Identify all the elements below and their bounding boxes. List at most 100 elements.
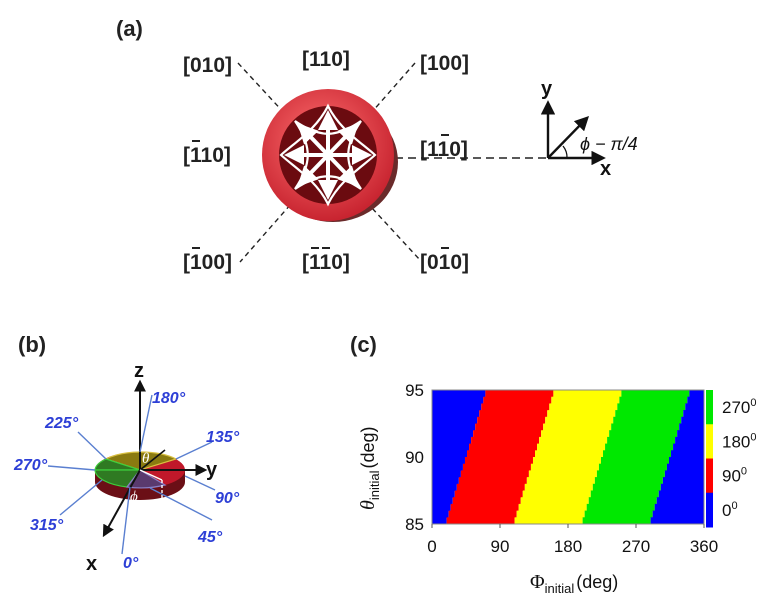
reference-frame-a: y x ϕ − π/4	[540, 78, 638, 180]
heatmap-cell	[432, 436, 472, 445]
heatmap	[432, 390, 704, 525]
heatmap-cell	[611, 423, 680, 431]
heatmap-cell	[673, 443, 704, 451]
heatmap-cell	[528, 470, 597, 478]
angle-label-0: 0°	[123, 555, 139, 572]
heatmap-cell	[553, 390, 622, 398]
heatmap-cell	[656, 497, 704, 505]
dir-label-bar1-10: [110]	[183, 140, 231, 167]
heatmap-cell	[481, 403, 550, 411]
magnetization-arrows	[284, 110, 372, 200]
phi-minus-pi-quarter-label: ϕ − π/4	[580, 134, 638, 154]
heatmap-cell	[586, 503, 655, 512]
heatmap-cell	[432, 403, 482, 411]
axis-x-label: x	[600, 158, 611, 180]
heatmap-cell	[677, 430, 704, 438]
colorbar-segment	[706, 458, 713, 494]
heatmap-cell	[650, 517, 704, 525]
heatmap-cell	[541, 430, 610, 438]
heatmap-cell	[658, 490, 704, 498]
dir-label-010: [010]	[183, 54, 232, 77]
heatmap-cell	[485, 390, 554, 398]
panel-b-label: (b)	[18, 332, 46, 357]
heatmap-cell	[592, 483, 661, 491]
sector-green-2	[94, 469, 142, 488]
heatmap-cell	[432, 490, 455, 498]
dashed-axis-010	[239, 62, 416, 263]
angle-label-90: 90°	[215, 490, 240, 507]
angle-label-45: 45°	[197, 529, 223, 546]
heatmap-cell	[594, 477, 663, 485]
heatmap-cell	[467, 450, 536, 458]
heatmap-cell	[539, 436, 608, 445]
heatmap-cell	[654, 503, 704, 512]
heatmap-cell	[516, 510, 585, 518]
phi-arrow	[547, 115, 590, 159]
heatmap-cell	[671, 450, 704, 458]
heatmap-cell	[590, 490, 659, 498]
heatmap-cell	[522, 490, 591, 498]
heatmap-cell	[432, 503, 451, 512]
heatmap-cell	[545, 416, 614, 424]
heatmap-cell	[532, 457, 601, 465]
heatmap-cell	[471, 436, 540, 445]
x-axis-label: Φinitial(deg)	[530, 571, 618, 596]
heatmap-cell	[621, 390, 690, 398]
svg-text:[110]: [110]	[420, 138, 468, 161]
heatmap-cell	[432, 430, 474, 438]
heatmap-cell	[605, 443, 674, 451]
heatmap-cell	[535, 450, 604, 458]
heatmap-cell	[681, 416, 704, 424]
heatmap-cell	[432, 423, 476, 431]
heatmap-cell	[450, 503, 519, 512]
angle-label-225: 225°	[44, 415, 79, 432]
colorbar-label: 2700	[722, 397, 757, 417]
dir-label-0bar10: [010]	[420, 247, 469, 274]
heatmap-cell	[526, 477, 595, 485]
heatmap-cell	[687, 396, 704, 404]
colorbar-segment	[706, 390, 713, 425]
angle-label-135: 135°	[206, 429, 240, 446]
x-tick-label: 270	[622, 537, 650, 556]
dir-label-100: [100]	[420, 52, 469, 75]
svg-text:[110]: [110]	[302, 251, 350, 274]
heatmap-cell	[477, 416, 546, 424]
svg-text:[110]: [110]	[183, 144, 231, 167]
heatmap-cell	[448, 510, 517, 518]
heatmap-cell	[675, 436, 704, 445]
heatmap-cell	[473, 430, 542, 438]
heatmap-cell	[518, 503, 587, 512]
angle-label-270: 270°	[13, 457, 48, 474]
colorbar-segment	[706, 424, 713, 459]
heatmap-cell	[520, 497, 589, 505]
heatmap-cell	[662, 477, 704, 485]
heatmap-cell	[458, 477, 527, 485]
heatmap-cell	[464, 457, 533, 465]
dir-label-110: [110]	[302, 48, 350, 71]
heatmap-cell	[432, 477, 459, 485]
heatmap-cell	[664, 470, 704, 478]
heatmap-cell	[432, 457, 465, 465]
heatmap-cell	[617, 403, 686, 411]
heatmap-cell	[685, 403, 704, 411]
colorbar-label: 1800	[722, 431, 757, 451]
heatmap-cell	[446, 517, 515, 525]
heatmap-cell	[530, 463, 599, 471]
y-label-b: y	[206, 459, 218, 481]
heatmap-cell	[432, 410, 480, 418]
axis-y-label: y	[541, 78, 553, 100]
heatmap-cell	[679, 423, 704, 431]
heatmap-cell	[660, 483, 704, 491]
heatmap-cell	[547, 410, 616, 418]
y-tick-label: 90	[405, 448, 424, 467]
y-tick-label: 85	[405, 515, 424, 534]
heatmap-cell	[551, 396, 620, 404]
panel-a-label: (a)	[116, 16, 143, 41]
heatmap-cell	[588, 497, 657, 505]
theta-symbol: θ	[142, 451, 150, 467]
sector-purple	[125, 469, 167, 489]
